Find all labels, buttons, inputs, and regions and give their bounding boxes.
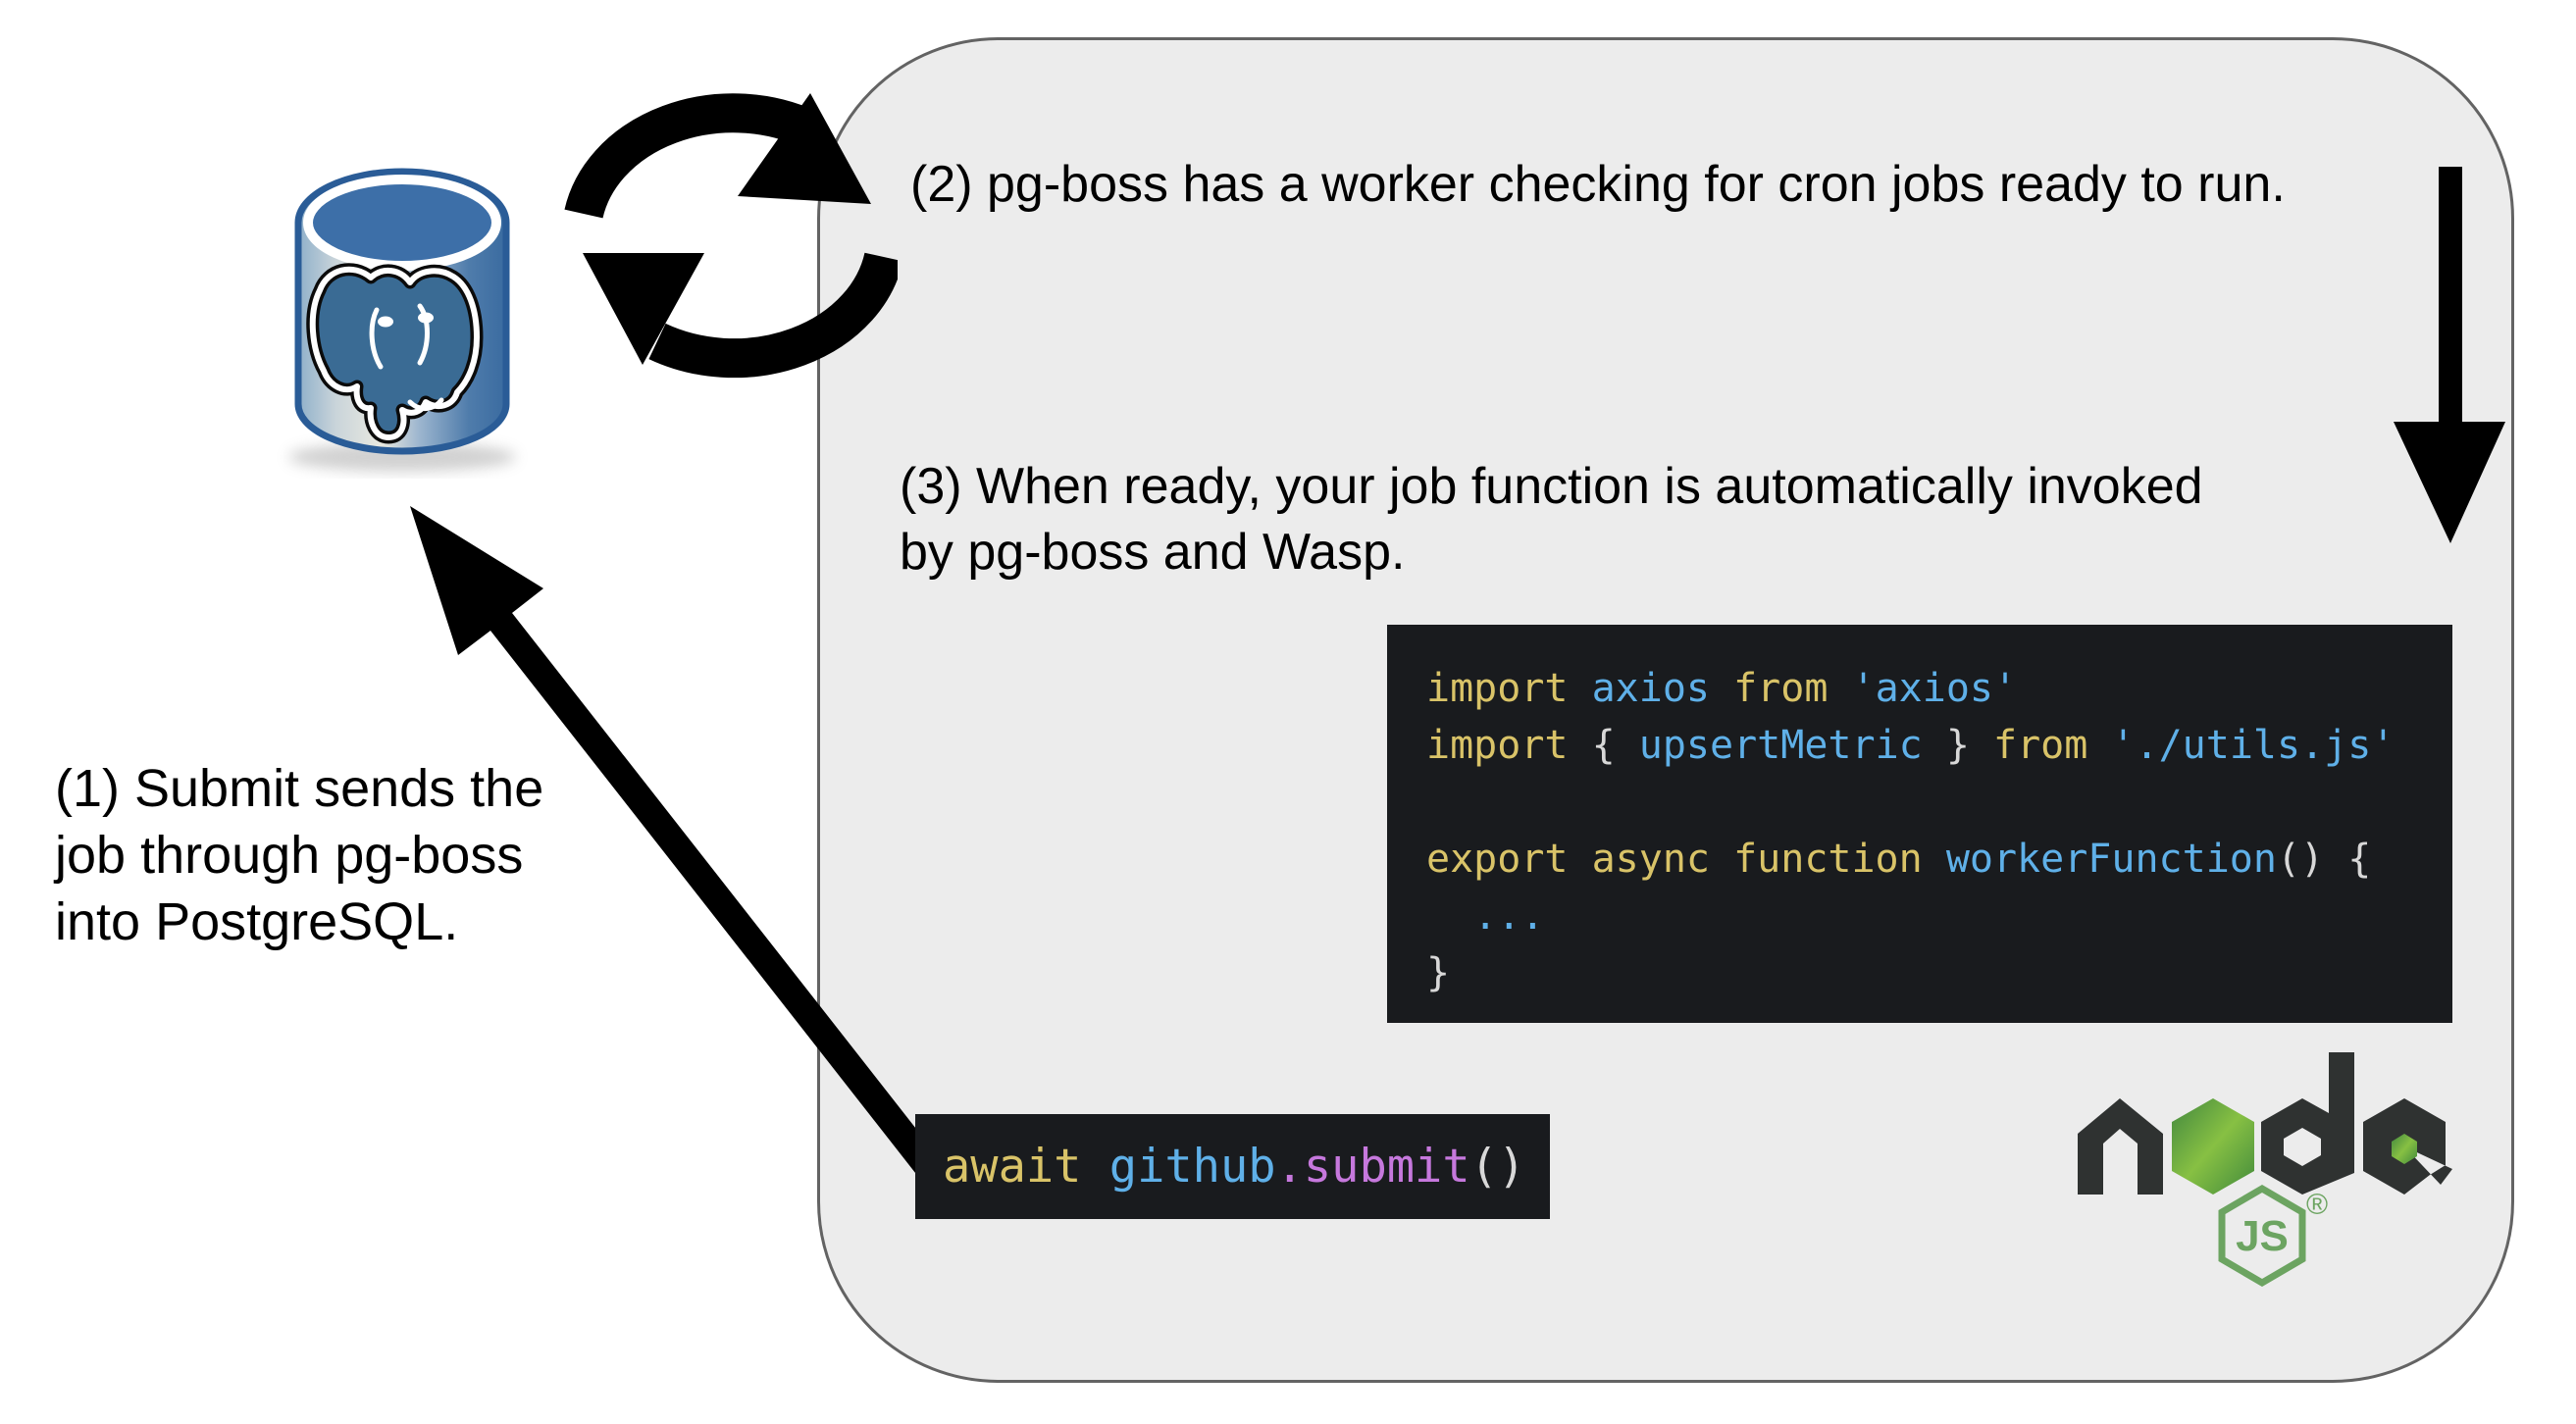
database-cylinder-top <box>303 175 501 271</box>
step2-label: (2) pg-boss has a worker checking for cr… <box>910 156 2286 213</box>
node-letter-e-dot <box>2392 1134 2417 1164</box>
registered-trademark-icon: ® <box>2306 1189 2328 1221</box>
step1-line1: (1) Submit sends the <box>55 759 544 818</box>
down-arrow <box>2394 167 2505 543</box>
worker-code-block: import axios from 'axios' import { upsert… <box>1387 625 2452 1023</box>
js-badge-text: JS <box>2236 1212 2289 1260</box>
node-letter-n <box>2078 1098 2163 1195</box>
step3-label: (3) When ready, your job function is aut… <box>900 454 2203 585</box>
step1-line2: job through pg-boss <box>55 826 524 885</box>
submit-arrow <box>410 506 941 1178</box>
submit-code-block: await github.submit() <box>915 1114 1550 1219</box>
step1-line3: into PostgreSQL. <box>55 892 459 951</box>
node-hexagon-o <box>2172 1098 2254 1195</box>
sync-arrows-icon <box>564 93 898 379</box>
postgresql-elephant <box>306 263 484 444</box>
step1-label: (1) Submit sends the job through pg-boss… <box>55 755 543 955</box>
code-line: import { upsertMetric } from './utils.js… <box>1426 723 2396 768</box>
elephant-eye-right <box>418 312 434 324</box>
code-line: export async function workerFunction() { <box>1426 837 2372 882</box>
code-line: } <box>1426 950 1451 995</box>
elephant-eye-left <box>378 316 393 328</box>
step3-line2: by pg-boss and Wasp. <box>900 524 1406 581</box>
postgresql-logo <box>288 168 516 472</box>
code-line: await github.submit() <box>943 1140 1526 1194</box>
code-line <box>1426 774 2433 831</box>
step3-line1: (3) When ready, your job function is aut… <box>900 458 2203 515</box>
postgresql-logo-shadow <box>288 442 516 472</box>
node-letter-d <box>2261 1052 2354 1195</box>
nodejs-js-badge: JS ® <box>2218 1184 2328 1288</box>
code-line: ... <box>1426 893 1545 939</box>
nodejs-logo: JS ® <box>2078 1052 2452 1288</box>
code-line: import axios from 'axios' <box>1426 666 2018 711</box>
